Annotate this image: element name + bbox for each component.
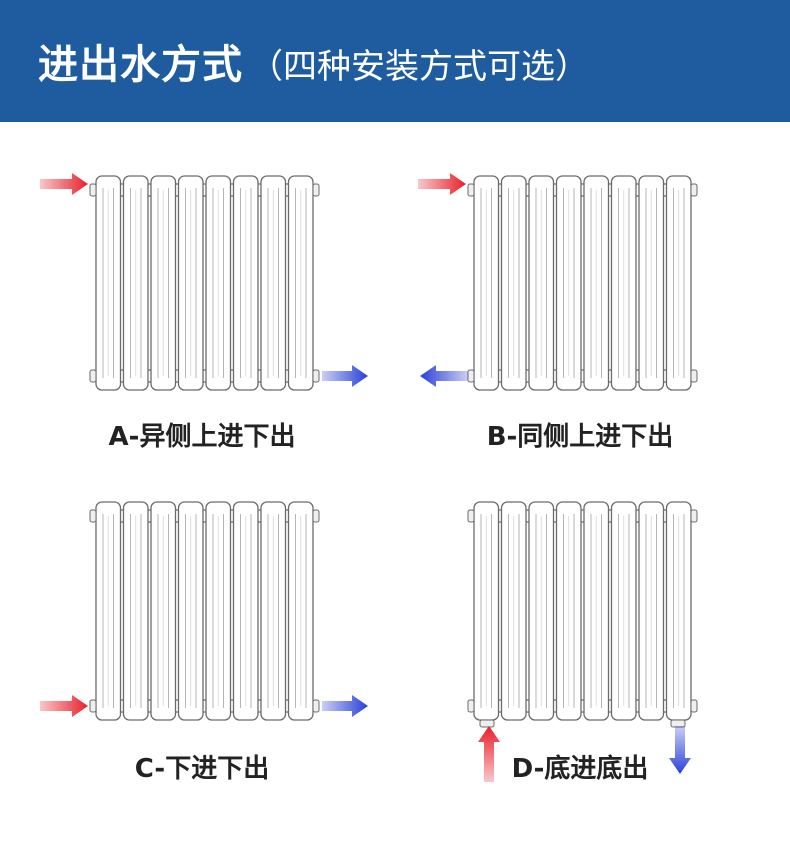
caption-option-b: B-同侧上进下出 [486, 422, 674, 452]
inlet-arrow-a [40, 173, 88, 195]
radiator-column [122, 175, 149, 391]
radiator-column [610, 501, 637, 721]
title-subtitle: （四种安装方式可选） [249, 47, 589, 87]
outlet-arrow-d [669, 726, 691, 774]
caption-option-d: D-底进底出 [511, 754, 649, 784]
inlet-arrow-c [40, 695, 88, 717]
radiator-column [555, 175, 582, 391]
bottom-inlet-port [479, 719, 495, 728]
page-title: 进出水方式 （四种安装方式可选） [38, 32, 589, 90]
radiator-column [665, 175, 692, 391]
radiator-column [150, 175, 177, 391]
radiator-column [473, 501, 500, 721]
radiator-column [205, 175, 232, 391]
radiator-column [500, 501, 527, 721]
radiator-column [95, 501, 122, 721]
radiator-column [500, 175, 527, 391]
radiator-a [89, 175, 320, 391]
radiator-column [205, 501, 232, 721]
radiator-column [610, 175, 637, 391]
radiator-column [232, 501, 259, 721]
radiator-column [177, 175, 204, 391]
diagram-stage: A-异侧上进下出 B-同侧上进下出 C-下进下出 D-底进底出 [0, 122, 790, 842]
radiator-column [95, 175, 122, 391]
radiator-column [260, 175, 287, 391]
radiator-column [665, 501, 692, 721]
radiator-column [177, 501, 204, 721]
outlet-arrow-a [322, 365, 368, 387]
outlet-arrow-c [322, 695, 368, 717]
radiator-column [287, 501, 314, 721]
caption-option-c: C-下进下出 [134, 754, 270, 784]
caption-option-a: A-异侧上进下出 [108, 422, 296, 452]
radiator-column [473, 175, 500, 391]
radiator-c [89, 501, 320, 721]
radiator-column [260, 501, 287, 721]
radiator-column [638, 501, 665, 721]
radiator-column [287, 175, 314, 391]
radiator-d [467, 501, 698, 728]
radiator-b [467, 175, 698, 391]
inlet-arrow-b [418, 173, 466, 195]
radiator-diagrams [40, 173, 698, 782]
outlet-arrow-b [420, 365, 468, 387]
radiator-column [528, 501, 555, 721]
radiator-column [555, 501, 582, 721]
radiator-column [583, 501, 610, 721]
radiator-column [150, 501, 177, 721]
inlet-arrow-d [478, 726, 500, 782]
title-main: 进出水方式 [38, 42, 243, 88]
radiator-column [638, 175, 665, 391]
radiator-column [122, 501, 149, 721]
header-banner: 进出水方式 （四种安装方式可选） [0, 0, 790, 122]
radiator-column [528, 175, 555, 391]
bottom-outlet-port [670, 719, 686, 728]
radiator-column [583, 175, 610, 391]
radiator-column [232, 175, 259, 391]
